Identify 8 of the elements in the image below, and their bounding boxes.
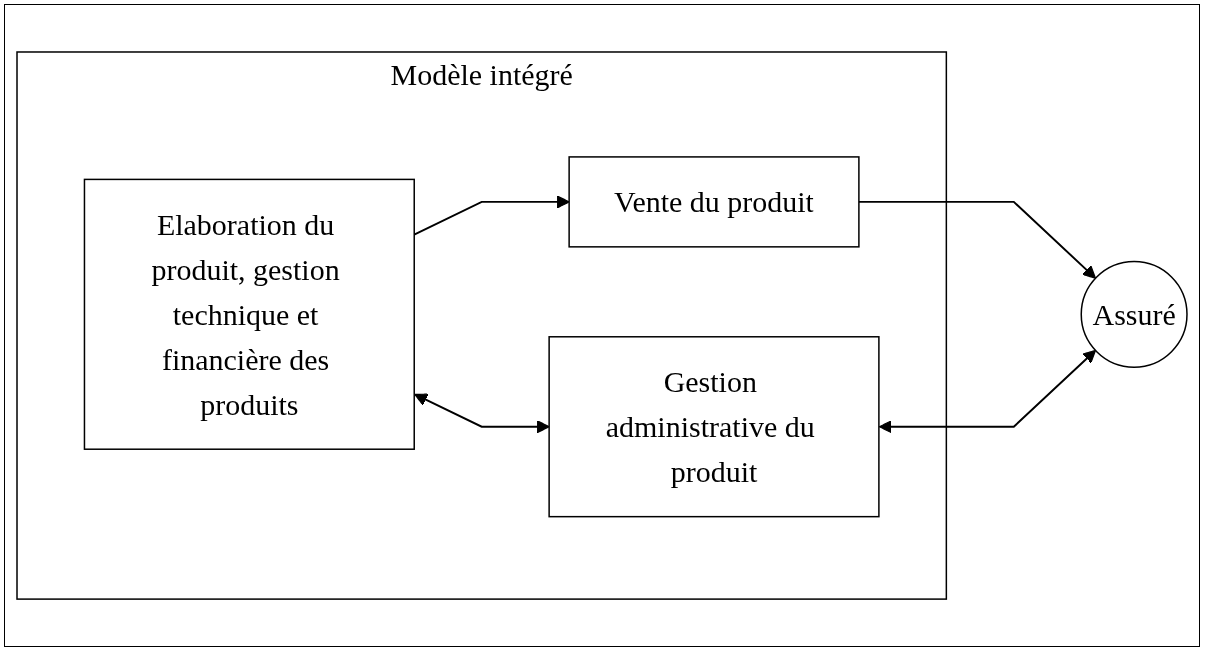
arrow — [414, 393, 550, 434]
node-circle — [1080, 260, 1188, 368]
page-frame: Modèle intégré Elaboration du produit, gestion technique et financière des produits Vente du produit Gestion administrative du produit Assuré — [4, 4, 1200, 647]
arrow — [878, 349, 1097, 434]
node-box — [568, 156, 860, 248]
node-box — [548, 336, 880, 518]
node-box — [83, 178, 415, 450]
cluster — [16, 51, 948, 600]
